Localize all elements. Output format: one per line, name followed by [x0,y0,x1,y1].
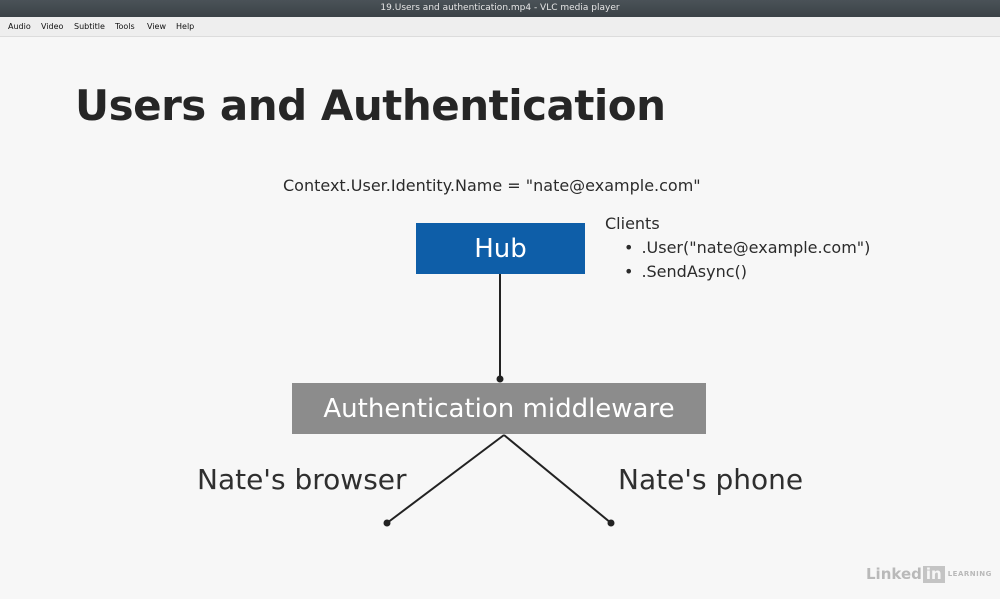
menu-help[interactable]: Help [176,22,195,31]
menu-view[interactable]: View [147,22,166,31]
menu-subtitle[interactable]: Subtitle [74,22,105,31]
menu-tools[interactable]: Tools [115,22,135,31]
logo-linked-text: Linked [866,565,922,583]
hub-label: Hub [474,233,527,264]
clients-item: • .User("nate@example.com") [624,238,870,257]
window-titlebar: 19.Users and authentication.mp4 - VLC me… [0,0,1000,17]
slide-title: Users and Authentication [75,81,666,130]
middleware-box: Authentication middleware [292,383,706,434]
bullet-icon: • [624,262,634,281]
clients-title: Clients [605,214,660,233]
device-phone: Nate's phone [618,463,804,496]
hub-box: Hub [416,223,585,274]
menu-video[interactable]: Video [41,22,64,31]
clients-item: • .SendAsync() [624,262,747,281]
clients-item-label: .User("nate@example.com") [641,238,871,257]
device-browser: Nate's browser [197,463,407,496]
middleware-label: Authentication middleware [323,393,675,424]
bullet-icon: • [624,238,634,257]
window-title: 19.Users and authentication.mp4 - VLC me… [380,3,620,13]
context-user-line: Context.User.Identity.Name = "nate@examp… [283,176,701,195]
video-area[interactable]: Users and Authentication Context.User.Id… [0,37,1000,599]
menu-audio[interactable]: Audio [8,22,31,31]
logo-in-text: in [922,565,945,583]
logo-learning-text: LEARNING [947,570,992,578]
menu-bar: Audio Video Subtitle Tools View Help [0,17,1000,37]
diagram-connectors [383,274,615,527]
clients-item-label: .SendAsync() [641,262,747,281]
